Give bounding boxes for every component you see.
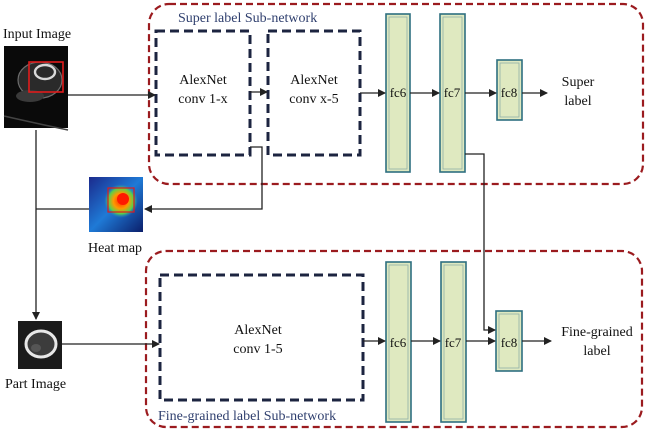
fine-alexnet-conv-1-5-block bbox=[158, 273, 365, 402]
super-block2-line2: conv x-5 bbox=[289, 92, 338, 107]
super-fc8-layer bbox=[496, 59, 523, 121]
input-image-thumbnail bbox=[3, 46, 69, 131]
fine-fc8-label: fc8 bbox=[501, 335, 518, 350]
fine-fc8-layer bbox=[495, 310, 523, 372]
fine-label-output-line1: Fine-grained bbox=[561, 325, 633, 340]
input-image-label: Input Image bbox=[3, 27, 71, 42]
arrow-block1-to-heat-map bbox=[144, 146, 263, 213]
super-block2-line1: AlexNet bbox=[290, 73, 338, 88]
super-subnetwork-title: Super label Sub-network bbox=[178, 11, 317, 26]
super-fc7-layer bbox=[439, 13, 466, 173]
region-of-interest-box bbox=[28, 61, 64, 93]
fine-block1-line2: conv 1-5 bbox=[233, 342, 282, 357]
fine-fc7-label: fc7 bbox=[445, 335, 462, 350]
heat-map-thumbnail bbox=[89, 177, 143, 232]
super-fc7-label: fc7 bbox=[444, 85, 461, 100]
super-label-output-line1: Super bbox=[562, 75, 595, 90]
connectors bbox=[32, 88, 552, 348]
super-block1-line1: AlexNet bbox=[179, 73, 227, 88]
super-fc8-label: fc8 bbox=[501, 85, 518, 100]
fine-fc6-label: fc6 bbox=[390, 335, 407, 350]
fine-subnetwork-title: Fine-grained label Sub-network bbox=[158, 409, 336, 424]
part-image-thumbnail bbox=[18, 321, 62, 369]
arrow-super-fc7-to-fine-fc8 bbox=[465, 153, 496, 334]
super-alexnet-conv-x-5-block bbox=[266, 29, 362, 157]
fine-subnetwork-region bbox=[144, 249, 644, 429]
heat-map-label: Heat map bbox=[88, 241, 142, 256]
fine-fc6-layer bbox=[385, 261, 412, 423]
fine-label-output-line2: label bbox=[583, 344, 610, 359]
part-image-label: Part Image bbox=[5, 377, 66, 392]
super-alexnet-conv-1-x-block bbox=[154, 29, 252, 157]
super-fc6-label: fc6 bbox=[390, 85, 407, 100]
super-block1-line2: conv 1-x bbox=[178, 92, 227, 107]
fine-fc7-layer bbox=[440, 261, 467, 423]
super-label-output-line2: label bbox=[564, 94, 591, 109]
fine-block1-line1: AlexNet bbox=[234, 323, 282, 338]
